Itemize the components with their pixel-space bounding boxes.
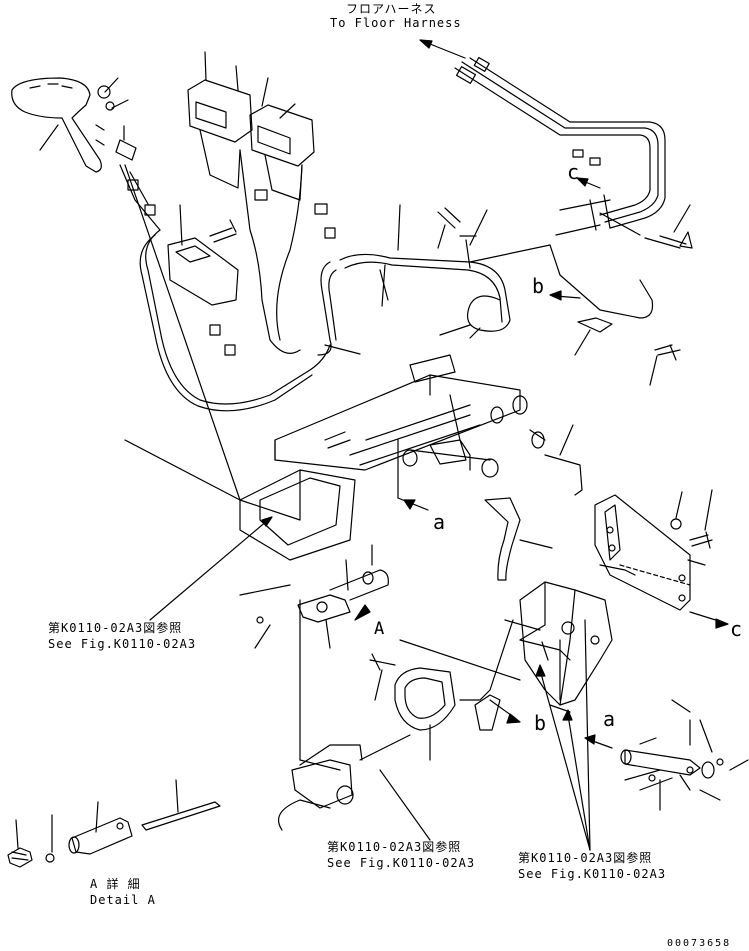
floor-harness-en: To Floor Harness <box>330 16 462 30</box>
tilt-bracket <box>459 581 613 713</box>
column-bracket <box>124 164 583 561</box>
ref-jp-right: 第K0110-02A3図参照 <box>518 851 653 865</box>
detail-a-jp: A 詳 細 <box>90 877 141 891</box>
detail-a-marker: A <box>374 619 385 639</box>
clamp-c <box>555 177 693 249</box>
ref-en-left: See Fig.K0110-02A3 <box>48 637 197 651</box>
arrow-floor-harness <box>419 39 466 59</box>
adjust-lever <box>484 497 553 581</box>
detail-a-parts <box>7 779 221 868</box>
floor-harness-tubes <box>454 56 666 229</box>
callout-a-mid: a <box>433 510 446 534</box>
right-bracket <box>594 489 729 629</box>
switch-modules <box>187 51 315 201</box>
floor-harness-jp: フロアハーネス <box>346 2 437 16</box>
callout-b-bottom: b <box>534 711 547 735</box>
reference-leaders <box>149 516 591 851</box>
ref-en-center: See Fig.K0110-02A3 <box>327 856 476 870</box>
bracket-b <box>369 639 521 761</box>
ref-jp-left: 第K0110-02A3図参照 <box>48 621 183 635</box>
detail-a-en: Detail A <box>90 893 156 907</box>
gas-spring-upper <box>239 544 389 761</box>
callout-a-lower: a <box>603 707 616 731</box>
drawing-number: 00073658 <box>667 938 732 949</box>
callout-b-top: b <box>532 274 545 298</box>
harness-mid <box>317 204 681 386</box>
ref-en-right: See Fig.K0110-02A3 <box>518 867 667 881</box>
ref-jp-center: 第K0110-02A3図参照 <box>327 840 462 854</box>
tilt-lever <box>11 77 137 173</box>
callout-c-top: c <box>567 160 580 184</box>
callout-c-right: c <box>730 617 743 641</box>
harness-left <box>119 149 336 412</box>
column-pivot <box>278 734 411 831</box>
